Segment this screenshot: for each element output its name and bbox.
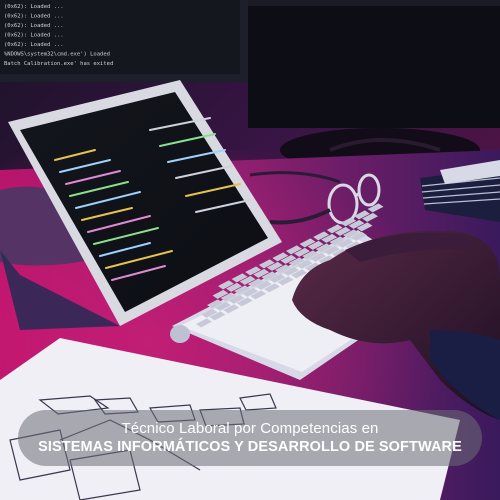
keyboard-key [280, 254, 297, 264]
terminal-line: (0x62): Loaded ... [4, 33, 64, 39]
keyboard-key [220, 292, 237, 302]
keyboard-key [236, 297, 253, 307]
course-title-line2: SISTEMAS INFORMÁTICOS Y DESARROLLO DE SO… [38, 438, 462, 455]
keyboard-key [323, 245, 340, 255]
keyboard-key [340, 217, 357, 227]
keyboard-key [332, 248, 348, 258]
keyboard-key [348, 219, 365, 229]
keyboard-key [209, 311, 226, 321]
monitor-icon [248, 0, 500, 172]
keyboard-key [329, 236, 346, 246]
keyboard-key [296, 259, 313, 269]
keyboard-key [253, 268, 270, 278]
terminal-line: (0x62): Loaded ... [4, 4, 64, 10]
keyboard-key [196, 318, 212, 328]
terminal-line: (0x62): Loaded ... [4, 23, 64, 29]
keyboard-key [304, 262, 321, 272]
notebook-icon [420, 160, 500, 222]
keyboard-key [321, 233, 338, 243]
keyboard-key [226, 282, 242, 292]
keyboard-key [275, 264, 291, 274]
keyboard-key [239, 275, 256, 285]
keyboard-key [201, 308, 218, 318]
keyboard-key [258, 259, 275, 269]
keyboard-key [269, 273, 286, 283]
keyboard-key [228, 294, 245, 304]
terminal-line: Batch Calibration.exe' has exited [4, 61, 113, 67]
keyboard-key [223, 304, 240, 314]
keyboard-key [343, 229, 359, 239]
keyboard-key [315, 243, 332, 253]
keyboard-key [286, 245, 302, 255]
course-title-banner: Técnico Laboral por Competencias en SIST… [18, 410, 482, 466]
course-title-line1: Técnico Laboral por Competencias en [121, 419, 379, 437]
keyboard-key [351, 231, 367, 241]
terminal-line: (0x62): Loaded ... [4, 14, 64, 20]
keyboard-key [362, 212, 378, 222]
keyboard-key [231, 273, 248, 283]
terminal-line: (0x62): Loaded ... [4, 42, 64, 48]
keyboard-key [288, 257, 305, 267]
keyboard-key [354, 210, 370, 220]
keyboard-key [291, 269, 308, 279]
terminal-line: %NDOWS\system32\cmd.exe') Loaded [4, 52, 110, 58]
glasses-icon [249, 171, 381, 225]
keyboard-key [242, 287, 259, 297]
keyboard-key [326, 224, 343, 234]
keyboard-key [299, 238, 316, 248]
keyboard-key [250, 290, 267, 300]
back-monitor-icon: (0x62): Loaded ... (0x62): Loaded ... (0x6… [0, 0, 248, 82]
keyboard-key [307, 240, 324, 250]
keyboard-key [215, 301, 231, 311]
keyboard-key [266, 261, 283, 271]
keyboard-key [302, 250, 319, 260]
keyboard-key [313, 231, 330, 241]
keyboard-key [218, 280, 234, 290]
keyboard-key [234, 285, 251, 295]
keyboard-key [277, 276, 294, 286]
keyboard-key [283, 266, 299, 276]
hand-icon [292, 230, 500, 420]
keyboard-key [255, 280, 272, 290]
keyboard-key [318, 255, 335, 265]
keyboard-key [247, 278, 264, 288]
keyboard-key [310, 252, 327, 262]
tablet-icon [0, 80, 282, 330]
keyboard-key [245, 266, 262, 276]
keyboard-key [367, 203, 384, 213]
keyboard-key [334, 226, 351, 236]
keyboard-key [207, 299, 223, 309]
keyboard-key [337, 238, 354, 248]
keyboard-key [356, 222, 373, 232]
keyboard-key [212, 289, 229, 299]
keyboard-key [261, 271, 278, 281]
keyboard-key [264, 283, 280, 293]
keyboard-key [272, 252, 289, 262]
keyboard-key [294, 247, 310, 257]
